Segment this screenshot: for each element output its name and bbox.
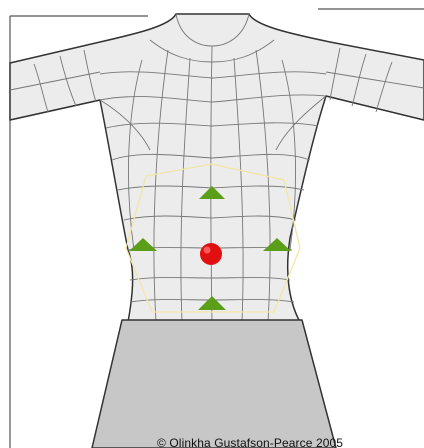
- marker-center-highlight: [204, 247, 211, 254]
- marker-center: [200, 243, 222, 265]
- copyright-text: © Olinkha Gustafson-Pearce 2005: [157, 436, 343, 448]
- torso-body: [10, 14, 424, 322]
- shorts: [92, 320, 336, 448]
